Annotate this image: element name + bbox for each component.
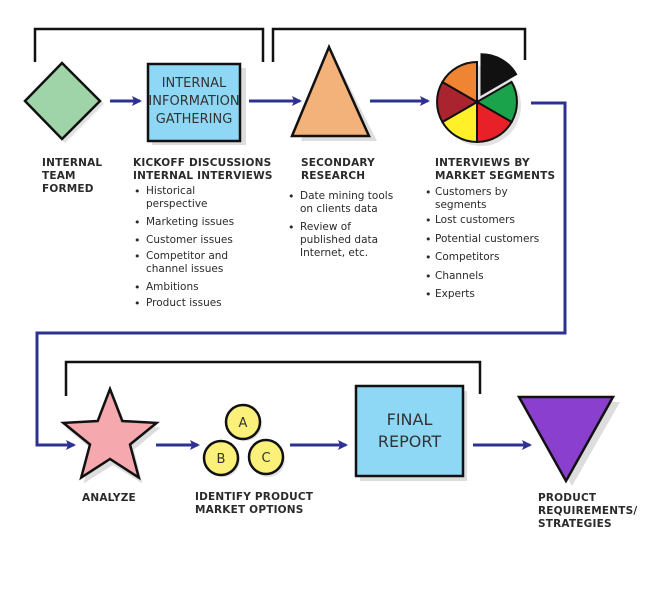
bullet-item: Channels — [425, 270, 560, 283]
bullet-item: Competitors — [425, 251, 560, 264]
bullet-item: Potential customers — [425, 233, 560, 246]
gathering-box-text: INTERNAL INFORMATION GATHERING — [148, 76, 240, 127]
label-kickoff-discussions: KICKOFF DISCUSSIONS INTERNAL INTERVIEWS — [133, 157, 273, 182]
label-analyze: ANALYZE — [82, 492, 136, 504]
label-internal-team-formed: INTERNAL TEAM FORMED — [42, 157, 103, 195]
final-report-box — [354, 384, 467, 481]
pie-wedge-black — [480, 53, 518, 96]
bullet-item: Competitor and channel issues — [132, 250, 241, 276]
label-identify-product-market-options: IDENTIFY PRODUCT MARKET OPTIONS — [195, 491, 314, 516]
option-circle-b — [202, 439, 240, 477]
inverted-triangle-shape — [516, 395, 620, 486]
option-label-c: C — [261, 451, 270, 466]
interviews-bullets: Customers by segments Lost customers Pot… — [425, 186, 560, 307]
diamond-shape — [23, 61, 104, 143]
pie-wedge-orange — [441, 60, 478, 104]
option-circle-a — [224, 403, 262, 441]
bracket-research-to-interviews — [271, 27, 527, 62]
bullet-item: Review of published data Internet, etc. — [286, 221, 390, 260]
option-label-b: B — [217, 452, 226, 467]
bullet-item: Marketing issues — [132, 216, 257, 229]
bracket-analyze-to-report — [64, 360, 482, 396]
gathering-box — [146, 62, 246, 145]
bullet-item: Lost customers — [425, 214, 560, 227]
label-interviews-by-market-segments: INTERVIEWS BY MARKET SEGMENTS — [435, 157, 556, 182]
arrow-interviews-to-analyze — [35, 101, 567, 450]
bullet-item: Customers by segments — [425, 186, 525, 212]
option-circles: A B C — [202, 403, 285, 477]
option-label-a: A — [239, 416, 248, 431]
research-bullets: Date mining tools on clients data Review… — [286, 190, 404, 265]
option-circle-c — [247, 438, 285, 476]
bracket-team-to-gathering — [33, 27, 265, 62]
bullet-item: Historical perspective — [132, 185, 257, 211]
pie-chart-icon — [436, 53, 521, 146]
bullet-item: Customer issues — [132, 234, 257, 247]
bullet-item: Product issues — [132, 297, 257, 310]
bullet-item: Experts — [425, 288, 560, 301]
label-secondary-research: SECONDARY RESEARCH — [301, 157, 375, 182]
final-report-box-text: FINAL REPORT — [377, 410, 442, 451]
bullet-item: Date mining tools on clients data — [286, 190, 404, 216]
gathering-bullets: Historical perspective Marketing issues … — [132, 185, 257, 315]
bullet-item: Ambitions — [132, 281, 257, 294]
star-shape — [60, 385, 161, 484]
label-product-requirements-strategies: PRODUCT REQUIREMENTS/ STRATEGIES — [538, 492, 638, 530]
triangle-shape — [290, 43, 377, 141]
